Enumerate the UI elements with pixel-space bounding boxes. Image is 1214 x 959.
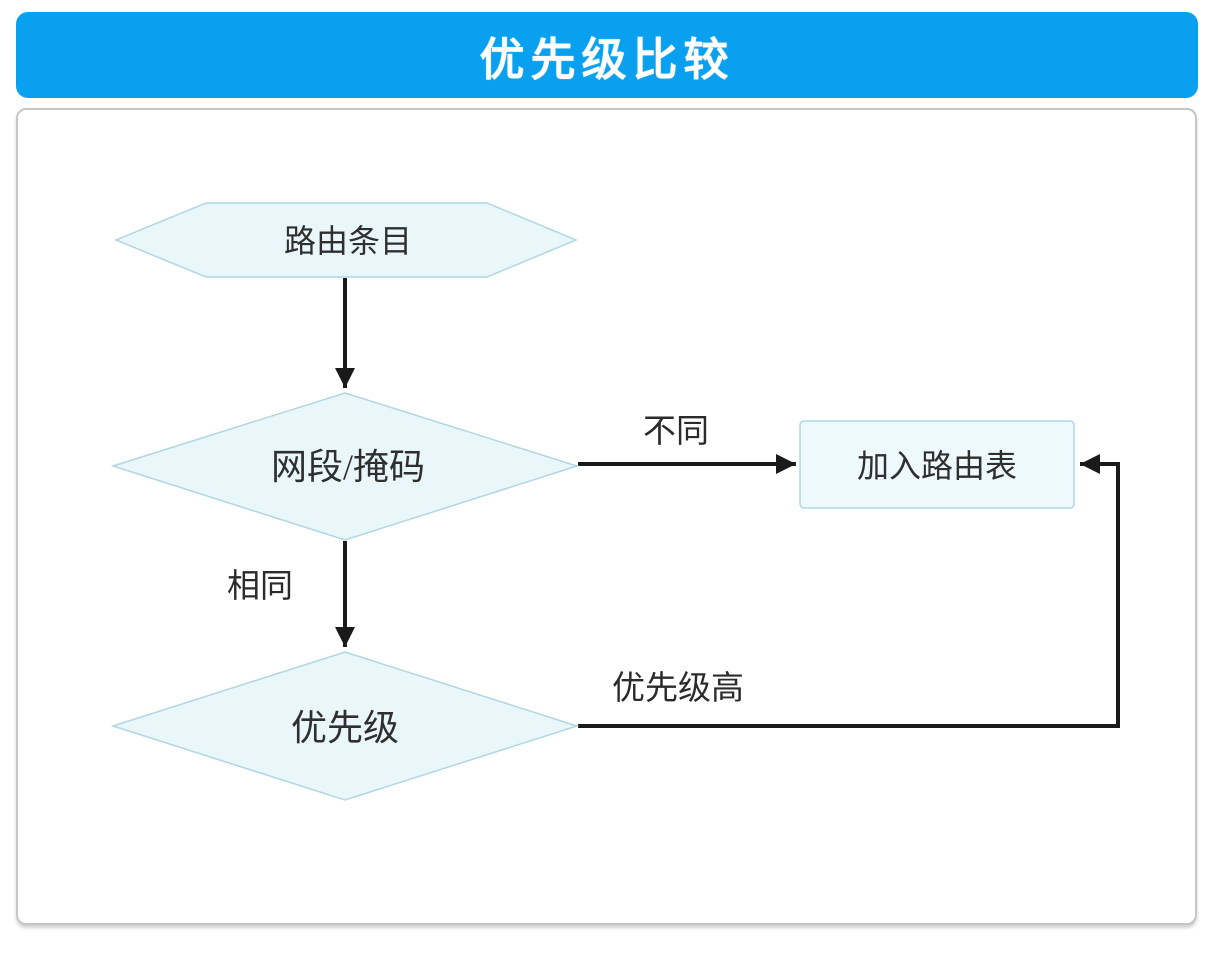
title-bar: 优先级比较 [16,12,1198,98]
hexagon-route-entry [114,202,578,278]
page-title: 优先级比较 [479,34,735,85]
label-priority: 优先级 [291,708,399,748]
edge-priority-high-to-routing-table [578,454,1120,728]
edge-label-different: 不同 [643,414,709,450]
label-add-to-routing-table: 加入路由表 [857,448,1017,484]
diamond-segment-mask [110,392,580,541]
diamond-priority [110,651,580,801]
label-route-entry: 路由条目 [284,223,412,259]
edge-label-same: 相同 [227,568,293,605]
rect-add-to-routing-table [799,420,1075,509]
edge-label-priority-high: 优先级高 [612,670,744,707]
label-segment-mask: 网段/掩码 [271,447,425,487]
